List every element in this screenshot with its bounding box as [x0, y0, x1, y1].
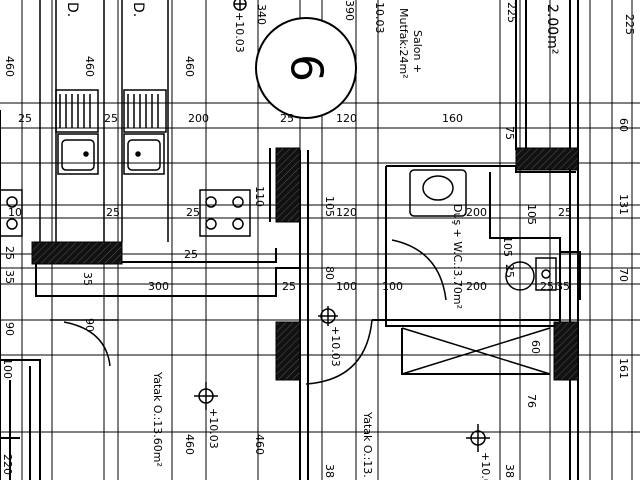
- unit-number-marker: 6: [255, 17, 357, 119]
- dim-label: 460: [83, 56, 96, 77]
- dim-label: 25: [18, 112, 32, 125]
- elevation-label: 10.03: [373, 2, 386, 34]
- dim-label: 105: [525, 204, 538, 225]
- dim-label: 300: [148, 280, 169, 293]
- dim-label: 38: [503, 464, 516, 478]
- dim-label: 25: [558, 206, 572, 219]
- dim-label: 200: [188, 112, 209, 125]
- dim-label: 38: [323, 464, 336, 478]
- dim-label: 225: [505, 2, 518, 23]
- dim-label: 160: [442, 112, 463, 125]
- dim-label: 105: [323, 196, 336, 217]
- elevation-label: +10.03: [233, 12, 246, 53]
- dim-label: 80: [323, 266, 336, 280]
- salon-area-label: Mutfak:24m²: [397, 8, 410, 79]
- elevation-label: +10.03: [479, 452, 492, 480]
- dim-label: 90: [3, 322, 16, 336]
- dim-label: 25: [186, 206, 200, 219]
- dim-label: 120: [336, 206, 357, 219]
- dim-label: 25: [280, 112, 294, 125]
- dim-label: 100: [1, 358, 14, 379]
- dim-label: 25: [104, 112, 118, 125]
- yatak-1-label: Yatak O.:13.60m²: [151, 371, 164, 467]
- dim-label: 25: [540, 280, 554, 293]
- dim-label: 220: [1, 454, 14, 475]
- room-labels: Salon + Mutfak:24m² Duş + W.C.:3.70m² Ya…: [64, 2, 560, 478]
- dim-label: 25: [184, 248, 198, 261]
- dim-label: 70: [617, 268, 630, 282]
- dim-label: 75: [503, 126, 516, 140]
- dim-label: 25: [3, 246, 16, 260]
- yatak-2-label: Yatak O.:13.: [361, 411, 374, 478]
- elevation-markers: [194, 0, 490, 452]
- dim-label: 60: [529, 340, 542, 354]
- dim-label: 131: [617, 194, 630, 215]
- dim-label: 460: [183, 434, 196, 455]
- dim-label: 110: [253, 186, 266, 207]
- letter-d-1: D.: [64, 2, 80, 17]
- structural-columns: [31, 147, 579, 381]
- dim-label: 35: [556, 280, 570, 293]
- elevation-labels: +10.03 +10.03 +10.03 +10.03 10.03: [207, 2, 492, 480]
- dim-label: 161: [617, 358, 630, 379]
- dim-label: 340: [255, 4, 268, 25]
- dim-label: 200: [466, 280, 487, 293]
- dim-label: 460: [3, 56, 16, 77]
- dus-wc-label: Duş + W.C.:3.70m²: [451, 204, 464, 309]
- dim-label: 90: [83, 318, 96, 332]
- walls: [0, 0, 581, 480]
- dim-label: 200: [466, 206, 487, 219]
- dim-label: 100: [382, 280, 403, 293]
- dim-label: 25: [282, 280, 296, 293]
- dim-label: 120: [336, 112, 357, 125]
- dim-label: 60: [617, 118, 630, 132]
- dim-label: 225: [623, 14, 636, 35]
- elevation-label: +10.03: [207, 408, 220, 449]
- dim-label: 25: [503, 264, 516, 278]
- elevation-label: +10.03: [329, 326, 342, 367]
- dim-label: 76: [525, 394, 538, 408]
- dim-label: 35: [81, 272, 94, 286]
- unit-number: 6: [281, 54, 332, 82]
- kitchen-fixtures: [0, 0, 251, 242]
- dim-label: 460: [183, 56, 196, 77]
- letter-d-2: D.: [130, 2, 146, 17]
- dim-label: 100: [336, 280, 357, 293]
- dim-label: 10: [8, 206, 22, 219]
- bathroom-fixtures: [50, 169, 557, 385]
- dim-label: 25: [106, 206, 120, 219]
- dim-label: 460: [253, 434, 266, 455]
- salon-label: Salon +: [411, 30, 424, 73]
- dim-label: 35: [3, 270, 16, 284]
- dim-label: 390: [343, 0, 356, 21]
- area-top-label: 2.00m²: [544, 4, 560, 54]
- dim-label: 105: [501, 236, 514, 257]
